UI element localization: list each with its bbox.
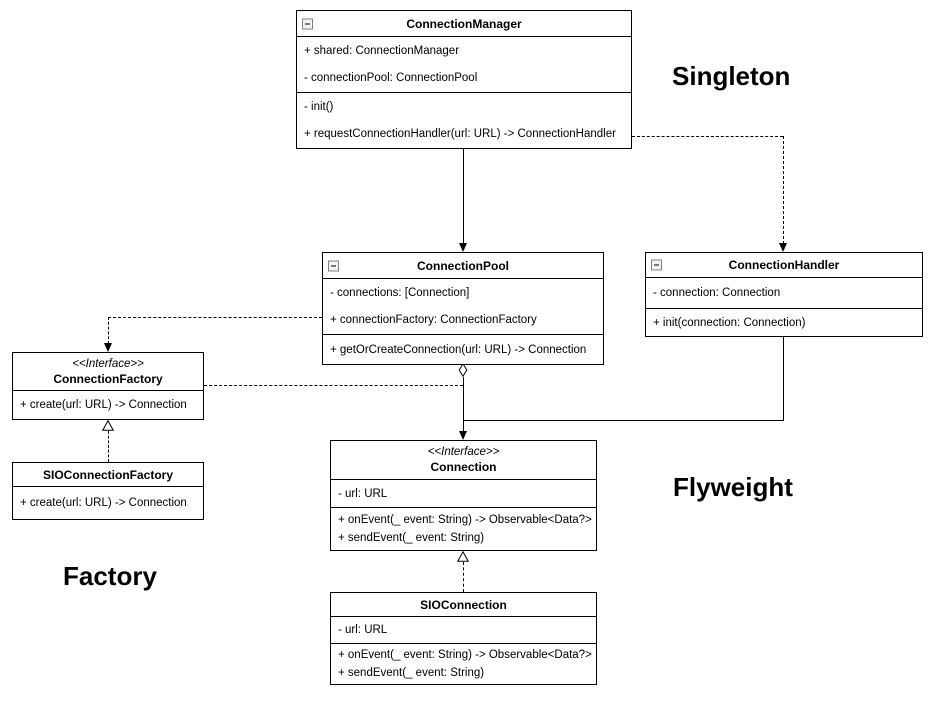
edge-manager-handler-line-v (783, 136, 784, 244)
realization-triangle-icon (457, 551, 469, 562)
stereotype-label: <<Interface>> (72, 357, 144, 370)
edge-sioconnection-connection-line (463, 562, 464, 592)
collapse-icon[interactable] (328, 260, 339, 271)
class-connection-pool[interactable]: ConnectionPool - connections: [Connectio… (322, 252, 604, 365)
attributes-section: - connections: [Connection] + connection… (323, 279, 603, 335)
edge-factory-connection-line (204, 385, 463, 386)
class-connection-handler[interactable]: ConnectionHandler - connection: Connecti… (645, 252, 923, 337)
collapse-icon[interactable] (651, 259, 662, 271)
class-title-bar: ConnectionHandler (646, 253, 922, 278)
class-sio-connection[interactable]: SIOConnection - url: URL + onEvent(_ eve… (330, 592, 597, 685)
edge-pool-connection-line (463, 377, 464, 432)
interface-connection-factory[interactable]: <<Interface>> ConnectionFactory + create… (12, 352, 204, 420)
methods-section: + onEvent(_ event: String) -> Observable… (331, 644, 596, 684)
class-title: SIOConnection (420, 597, 507, 612)
method: + init(connection: Connection) (653, 316, 806, 329)
edge-pool-connection-arrowhead (459, 431, 467, 440)
class-title-bar: ConnectionManager (297, 11, 631, 37)
class-title: ConnectionManager (406, 16, 522, 31)
edge-manager-pool-line (463, 149, 464, 244)
class-title: Connection (430, 460, 497, 474)
edge-manager-pool-arrowhead (459, 243, 467, 252)
method: + onEvent(_ event: String) -> Observable… (338, 649, 592, 661)
class-sio-connection-factory[interactable]: SIOConnectionFactory + create(url: URL) … (12, 462, 204, 520)
method: + create(url: URL) -> Connection (20, 497, 187, 509)
method: + sendEvent(_ event: String) (338, 532, 485, 544)
class-title: ConnectionFactory (53, 371, 163, 386)
attribute: - connections: [Connection] (330, 286, 470, 299)
class-title: SIOConnectionFactory (42, 467, 173, 482)
method: + sendEvent(_ event: String) (338, 667, 485, 679)
class-title-bar: SIOConnectionFactory (13, 463, 203, 487)
method: + requestConnectionHandler(url: URL) -> … (304, 128, 616, 141)
attribute: - url: URL (338, 487, 388, 500)
methods-section: + create(url: URL) -> Connection (13, 487, 203, 519)
collapse-icon[interactable] (302, 18, 313, 29)
method: + getOrCreateConnection(url: URL) -> Con… (330, 343, 587, 356)
method: + onEvent(_ event: String) -> Observable… (338, 514, 592, 526)
class-title: ConnectionHandler (728, 258, 840, 272)
interface-connection[interactable]: <<Interface>> Connection - url: URL + on… (330, 440, 597, 551)
realization-triangle-icon (102, 420, 114, 431)
class-title: ConnectionPool (417, 258, 509, 273)
attribute: - url: URL (338, 624, 388, 636)
stereotype-label: <<Interface>> (427, 446, 500, 458)
edge-manager-handler-arrowhead (779, 243, 787, 252)
methods-section: + onEvent(_ event: String) -> Observable… (331, 508, 596, 550)
class-title-bar: SIOConnection (331, 593, 596, 617)
class-connection-manager[interactable]: ConnectionManager + shared: ConnectionMa… (296, 10, 632, 149)
edge-handler-connection-line-v (783, 337, 784, 421)
methods-section: + getOrCreateConnection(url: URL) -> Con… (323, 335, 603, 364)
class-title-bar: ConnectionPool (323, 253, 603, 279)
attributes-section: - connection: Connection (646, 278, 922, 309)
edge-siofactory-factory-line (108, 431, 109, 462)
edge-pool-factory-line-h (108, 317, 322, 318)
methods-section: + init(connection: Connection) (646, 309, 922, 336)
attribute: - connection: Connection (653, 287, 781, 299)
edge-handler-connection-line-h (463, 420, 784, 421)
attributes-section: - url: URL (331, 480, 596, 508)
attribute: + shared: ConnectionManager (304, 44, 460, 57)
attribute: - connectionPool: ConnectionPool (304, 72, 478, 85)
methods-section: + create(url: URL) -> Connection (13, 391, 203, 419)
class-title-bar: <<Interface>> ConnectionFactory (13, 353, 203, 391)
attributes-section: - url: URL (331, 617, 596, 644)
attributes-section: + shared: ConnectionManager - connection… (297, 37, 631, 93)
edge-pool-factory-line-v (108, 317, 109, 344)
class-title-bar: <<Interface>> Connection (331, 441, 596, 480)
method: + create(url: URL) -> Connection (20, 399, 187, 411)
pattern-label-flyweight: Flyweight (673, 472, 793, 502)
pattern-label-singleton: Singleton (672, 61, 791, 91)
aggregation-diamond-icon (458, 363, 468, 377)
edge-pool-factory-arrowhead (104, 343, 112, 352)
pattern-label-factory: Factory (63, 561, 157, 591)
method: - init() (304, 100, 334, 113)
edge-manager-handler-line-h (632, 136, 783, 137)
methods-section: - init() + requestConnectionHandler(url:… (297, 93, 631, 148)
attribute: + connectionFactory: ConnectionFactory (330, 314, 537, 327)
